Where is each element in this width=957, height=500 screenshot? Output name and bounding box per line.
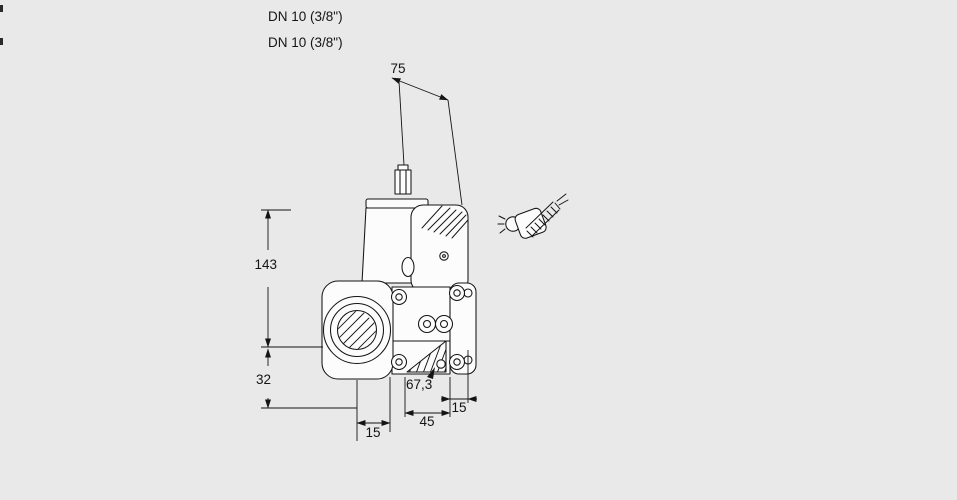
dn-size-label-1: DN 10 (3/8") <box>268 9 343 24</box>
page-edge-mark-bottom <box>0 38 3 45</box>
dn-size-label-2: DN 10 (3/8") <box>268 35 343 50</box>
valve-assembly <box>321 164 477 380</box>
outlet-flange <box>448 282 477 375</box>
cable-plug-connector <box>497 193 569 239</box>
dim-32-label: 32 <box>256 372 271 387</box>
body-bolts <box>390 288 454 371</box>
dim-143-32 <box>261 209 357 409</box>
inlet-flange <box>321 280 394 380</box>
coiled-cable <box>525 193 569 238</box>
dim-75 <box>391 77 463 206</box>
page-edge-mark-top <box>0 5 3 12</box>
dim-15-right-label: 15 <box>451 400 466 415</box>
dim-67-leader-arrow <box>427 367 435 379</box>
thread-hatch <box>338 311 376 349</box>
dim-67-label: 67,3 <box>406 377 432 392</box>
drawing-labels: DN 10 (3/8") DN 10 (3/8") 75 143 32 67,3… <box>254 9 466 440</box>
dim-75-label: 75 <box>390 61 405 76</box>
sight-glass <box>401 256 415 278</box>
solenoid-housing <box>410 204 469 293</box>
housing-screw <box>439 251 449 261</box>
housing-grip-hatch <box>421 205 468 239</box>
actuator-top-nut <box>394 164 412 195</box>
dim-45-label: 45 <box>419 414 434 429</box>
dim-143-label: 143 <box>254 257 277 272</box>
dimension-annotations <box>261 77 477 441</box>
dim-15-bottom-label: 15 <box>365 425 380 440</box>
dim-bottom-group <box>356 350 477 441</box>
